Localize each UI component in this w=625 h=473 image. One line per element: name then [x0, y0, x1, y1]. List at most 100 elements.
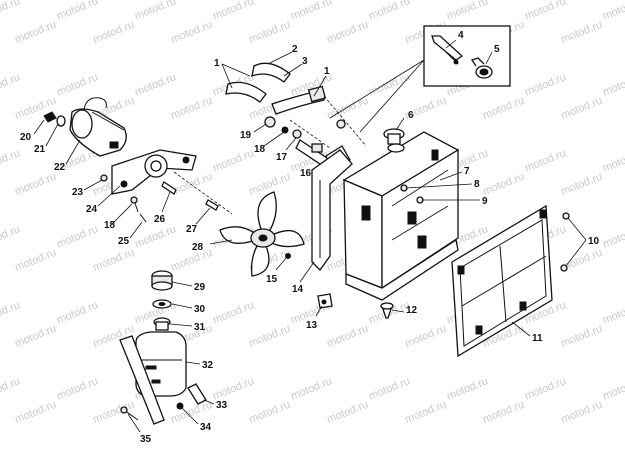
watermark-text: motod.ru: [481, 399, 526, 426]
callout-16: 16: [300, 168, 312, 179]
watermark-text: motod.ru: [559, 399, 604, 426]
cooling-fan: [219, 191, 305, 277]
watermark-text: motod.ru: [559, 95, 604, 122]
watermark-text: motod.ru: [601, 299, 625, 326]
callout-26: 26: [154, 214, 166, 225]
callout-35: 35: [140, 434, 152, 445]
watermark-text: motod.ru: [523, 375, 568, 402]
watermark-text: motod.ru: [55, 223, 100, 250]
watermark-text: motod.ru: [367, 0, 412, 23]
callout-14: 14: [292, 284, 304, 295]
hose-clamps: [264, 116, 346, 139]
watermark-text: motod.ru: [481, 171, 526, 198]
watermark-text: motod.ru: [0, 223, 22, 250]
watermark-text: motod.ru: [91, 19, 136, 46]
callout-7: 7: [464, 166, 470, 177]
watermark-text: motod.ru: [403, 399, 448, 426]
callout-23: 23: [72, 187, 84, 198]
watermark-text: motod.ru: [169, 19, 214, 46]
watermark-text: motod.ru: [325, 399, 370, 426]
watermark-text: motod.ru: [0, 71, 22, 98]
watermark-text: motod.ru: [211, 147, 256, 174]
watermark-text: motod.ru: [289, 375, 334, 402]
watermark-text: motod.ru: [247, 399, 292, 426]
watermark-text: motod.ru: [247, 19, 292, 46]
callout-1a: 1: [214, 58, 220, 69]
watermark-text: motod.ru: [0, 375, 22, 402]
watermark-text: motod.ru: [0, 299, 22, 326]
watermark-text: motod.ru: [133, 71, 178, 98]
callout-31: 31: [194, 322, 206, 333]
callout-30: 30: [194, 304, 206, 315]
watermark-text: motod.ru: [325, 95, 370, 122]
callout-29: 29: [194, 282, 206, 293]
leader-lines: [33, 39, 587, 433]
callout-34: 34: [200, 422, 212, 433]
watermark-text: motod.ru: [13, 323, 58, 350]
callout-2: 2: [292, 44, 298, 55]
watermark-text: motod.ru: [523, 0, 568, 23]
watermark-text: motod.ru: [601, 375, 625, 402]
callout-3: 3: [302, 56, 308, 67]
watermark-text: motod.ru: [13, 19, 58, 46]
callout-1b: 1: [324, 66, 330, 77]
callout-24: 24: [86, 204, 98, 215]
watermark-text: motod.ru: [211, 375, 256, 402]
watermark-text: motod.ru: [211, 0, 256, 23]
watermark-text: motod.ru: [403, 323, 448, 350]
callout-10: 10: [588, 236, 600, 247]
callout-18a: 18: [254, 144, 266, 155]
coolant-reservoir: [119, 270, 207, 425]
radiator-screen: [451, 204, 570, 358]
callout-6: 6: [408, 110, 414, 121]
watermark-text: motod.ru: [133, 223, 178, 250]
callout-9: 9: [482, 196, 488, 207]
watermark-text: motod.ru: [523, 147, 568, 174]
watermark-text: motod.ru: [13, 247, 58, 274]
watermark-text: motod.ru: [13, 399, 58, 426]
callout-19: 19: [240, 130, 252, 141]
callout-17: 17: [276, 152, 288, 163]
drain-fittings: [317, 293, 394, 319]
callout-4: 4: [458, 30, 464, 41]
fan-motor-assembly: [43, 97, 233, 223]
watermark-text: motod.ru: [481, 95, 526, 122]
watermark-text: motod.ru: [601, 147, 625, 174]
callout-32: 32: [202, 360, 214, 371]
watermark-text: motod.ru: [367, 375, 412, 402]
callout-21: 21: [34, 144, 46, 155]
radiator-core: [325, 128, 460, 301]
callout-11: 11: [532, 333, 543, 344]
callout-22: 22: [54, 162, 66, 173]
watermark-text: motod.ru: [445, 0, 490, 23]
callout-5: 5: [494, 44, 500, 55]
watermark-text: motod.ru: [601, 71, 625, 98]
callout-20: 20: [20, 132, 32, 143]
watermark-text: motod.ru: [55, 299, 100, 326]
watermark-text: motod.ru: [601, 223, 625, 250]
watermark-text: motod.ru: [559, 323, 604, 350]
watermark-text: motod.ru: [247, 323, 292, 350]
watermark-text: motod.ru: [325, 19, 370, 46]
watermark-text: motod.ru: [13, 171, 58, 198]
inset-switch-box: [329, 25, 511, 133]
callout-18b: 18: [104, 220, 116, 231]
watermark-text: motod.ru: [211, 299, 256, 326]
watermark-text: motod.ru: [133, 0, 178, 23]
watermark-text: motod.ru: [0, 0, 22, 23]
part-callouts: 1 1 2 3 4 5 6 7 8 9 10 11 12 13 14 15 16…: [20, 30, 600, 445]
watermark-text: motod.ru: [169, 171, 214, 198]
watermark-text: motod.ru: [91, 247, 136, 274]
callout-27: 27: [186, 224, 198, 235]
watermark-text: motod.ru: [169, 95, 214, 122]
watermark-text: motod.ru: [91, 399, 136, 426]
watermark-text: motod.ru: [523, 71, 568, 98]
callout-28: 28: [192, 242, 204, 253]
watermark-text: motod.ru: [445, 375, 490, 402]
callout-13: 13: [306, 320, 318, 331]
callout-15: 15: [266, 274, 278, 285]
callout-33: 33: [216, 400, 228, 411]
callout-12: 12: [406, 305, 418, 316]
watermark-text: motod.ru: [55, 71, 100, 98]
